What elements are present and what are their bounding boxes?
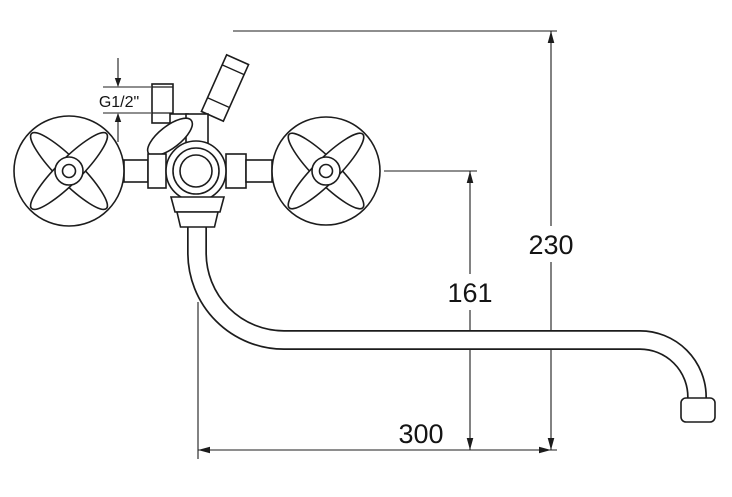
spout-collar-nut (169, 196, 226, 213)
dim-300-label: 300 (398, 419, 443, 449)
left-stem-outer (123, 159, 149, 183)
dimension-spout-height: 161 (384, 170, 497, 450)
label-mask (522, 226, 580, 262)
spout-pipe-outline (187, 224, 707, 400)
faucet-body-drawing (13, 53, 716, 423)
left-stem-inner (147, 153, 167, 189)
right-stem-outer (245, 159, 273, 183)
thread-callout: G1/2" (99, 58, 151, 142)
thread-size-label: G1/2" (99, 94, 139, 111)
handle-hub-cap (61, 163, 77, 179)
arrowhead-down-icon (547, 438, 555, 450)
dim-161-label: 161 (447, 278, 492, 308)
shower-outlet (200, 53, 250, 123)
spout-collar-lower (175, 211, 220, 228)
arrowhead-down-icon (114, 78, 122, 87)
shower-outlet-pipe (200, 53, 250, 123)
arrowhead-left-icon (198, 446, 210, 454)
right-cross-handle (271, 116, 381, 226)
label-mask (443, 274, 497, 310)
right-stem-inner (225, 153, 247, 189)
arrowhead-up-icon (547, 31, 555, 43)
arrowhead-right-icon (539, 446, 551, 454)
outlet-base-line (207, 97, 230, 109)
dim-230-label: 230 (528, 230, 573, 260)
body-circle-inner (179, 154, 213, 188)
spout (187, 224, 707, 400)
dimension-total-height: 230 (233, 30, 580, 450)
spout-pipe-fill (188, 224, 706, 400)
dimension-reach: 300 (197, 302, 557, 459)
outlet-joint-line (221, 64, 245, 76)
left-cross-handle (13, 115, 125, 227)
arrowhead-up-icon (466, 171, 474, 183)
arrowhead-down-icon (466, 438, 474, 450)
valve-body (165, 140, 227, 202)
handle-hub-cap (318, 163, 334, 179)
aerator-nut (680, 397, 716, 423)
arrowhead-up-icon (114, 113, 122, 122)
